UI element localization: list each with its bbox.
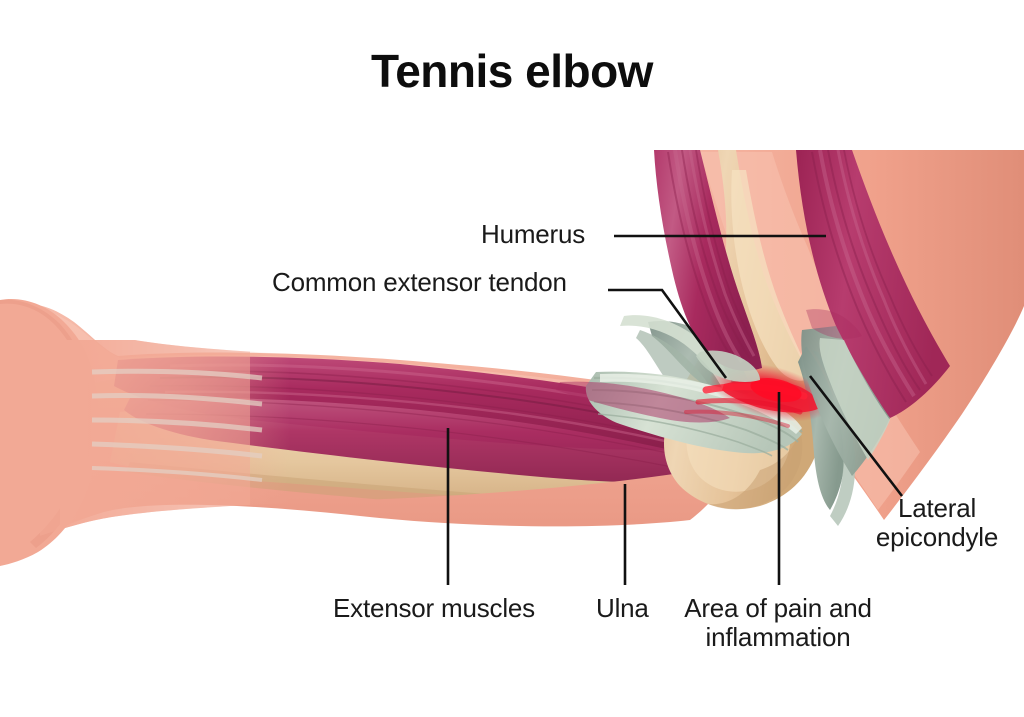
label-extensor-muscles: Extensor muscles	[333, 593, 535, 623]
triceps-highlights	[818, 150, 928, 398]
label-lateral-line-1: Lateral	[897, 493, 977, 523]
label-ulna: Ulna	[596, 593, 649, 623]
triceps-tendon-light	[819, 338, 890, 460]
triceps-muscle	[796, 150, 950, 418]
biceps-striations	[667, 150, 759, 365]
leader-line-lateral-epicondyle	[808, 375, 904, 497]
label-pain-line-2: inflammation	[705, 622, 851, 653]
biceps-highlights	[673, 150, 756, 364]
page-title: Tennis elbow	[371, 45, 653, 97]
label-lateral-line-2: epicondyle	[875, 522, 999, 553]
label-lateral-epicondyle: Lateral epicondyle	[862, 493, 1012, 553]
tendon-muscle-transition	[556, 381, 730, 423]
leader-line-common-extensor-tendon	[608, 288, 728, 379]
triceps-muscle-tendon-blend	[806, 309, 862, 339]
posterior-ligament-band-2	[812, 350, 856, 526]
label-common-extensor-tendon: Common extensor tendon	[272, 267, 567, 297]
label-area-of-pain-and-inflammation: Area of pain and inflammation	[676, 593, 880, 653]
label-pain-line-1: Area of pain and	[684, 593, 872, 623]
leader-lines-group	[446, 234, 904, 585]
biceps-brachialis-muscle	[654, 150, 762, 371]
wrist-tendon-strands	[91, 368, 263, 482]
triceps-striations	[811, 150, 933, 403]
upper-arm-muscles-group	[654, 150, 950, 476]
inflammation-hotspot	[750, 377, 802, 403]
extensor-muscles-group	[40, 340, 700, 540]
humerus-highlight	[731, 170, 812, 381]
inflammation-streak-2	[695, 397, 803, 415]
label-humerus: Humerus	[481, 219, 586, 249]
